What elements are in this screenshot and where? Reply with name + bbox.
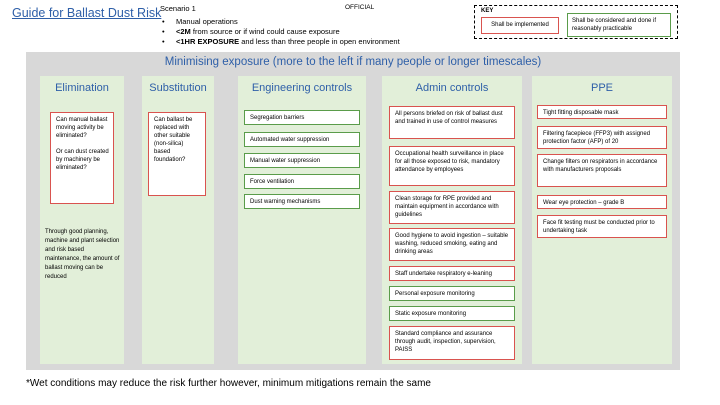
scenario-item: Manual operations [160, 17, 400, 27]
ppe-item: Tight fitting disposable mask [537, 105, 667, 119]
admin-item: Standard compliance and assurance throug… [389, 326, 515, 360]
column-ppe: PPE Tight fitting disposable mask Filter… [532, 76, 672, 364]
engineering-item: Dust warning mechanisms [244, 194, 360, 209]
banner-title: Minimising exposure (more to the left if… [164, 56, 542, 68]
scenario-block: Scenario 1 Manual operations <2M from so… [160, 4, 400, 47]
ppe-item: Wear eye protection – grade B [537, 195, 667, 209]
admin-item: Clean storage for RPE provided and maint… [389, 191, 515, 224]
elimination-box: Can manual ballast moving activity be el… [50, 112, 114, 204]
classification-label: OFFICIAL [345, 4, 375, 11]
scenario-list: Manual operations <2M from source or if … [160, 17, 400, 47]
column-engineering: Engineering controls Segregation barrier… [238, 76, 366, 364]
engineering-item: Segregation barriers [244, 110, 360, 125]
key-title: KEY [481, 8, 494, 14]
elimination-note: Through good planning, machine and plant… [45, 229, 120, 280]
scenario-item: <2M from source or if wind could cause e… [160, 27, 400, 37]
hierarchy-panel: Minimising exposure (more to the left if… [26, 52, 680, 370]
engineering-item: Manual water suppression [244, 153, 360, 168]
key-shall-implement: Shall be implemented [481, 17, 559, 34]
admin-item: Good hygiene to avoid ingestion – suitab… [389, 228, 515, 261]
scenario-item: <1HR EXPOSURE and less than three people… [160, 37, 400, 47]
column-heading: Admin controls [415, 82, 489, 94]
key-shall-consider: Shall be considered and done if reasonab… [567, 13, 671, 37]
engineering-item: Force ventilation [244, 174, 360, 189]
column-admin: Admin controls All persons briefed on ri… [382, 76, 522, 364]
ppe-item: Filtering facepiece (FFP3) with assigned… [537, 126, 667, 149]
engineering-item: Automated water suppression [244, 132, 360, 147]
admin-item: Occupational health surveillance in plac… [389, 146, 515, 186]
column-substitution: Substitution Can ballast be replaced wit… [142, 76, 214, 364]
admin-item: All persons briefed on risk of ballast d… [389, 106, 515, 139]
column-heading: Engineering controls [251, 82, 353, 94]
scenario-label: Scenario 1 [160, 4, 196, 13]
admin-item: Personal exposure monitoring [389, 286, 515, 301]
page-title[interactable]: Guide for Ballast Dust Risk [12, 6, 162, 20]
ppe-item: Change filters on respirators in accorda… [537, 154, 667, 187]
column-heading: Elimination [55, 82, 109, 94]
column-elimination: Elimination Can manual ballast moving ac… [40, 76, 124, 364]
column-heading: PPE [590, 82, 613, 94]
admin-item: Staff undertake respiratory e-leaning [389, 266, 515, 281]
key-legend: KEY Shall be implemented Shall be consid… [474, 5, 678, 39]
ppe-item: Face fit testing must be conducted prior… [537, 215, 667, 238]
admin-item: Static exposure monitoring [389, 306, 515, 321]
column-heading: Substitution [149, 82, 207, 94]
footnote: *Wet conditions may reduce the risk furt… [26, 378, 431, 389]
substitution-box: Can ballast be replaced with other suita… [148, 112, 206, 196]
